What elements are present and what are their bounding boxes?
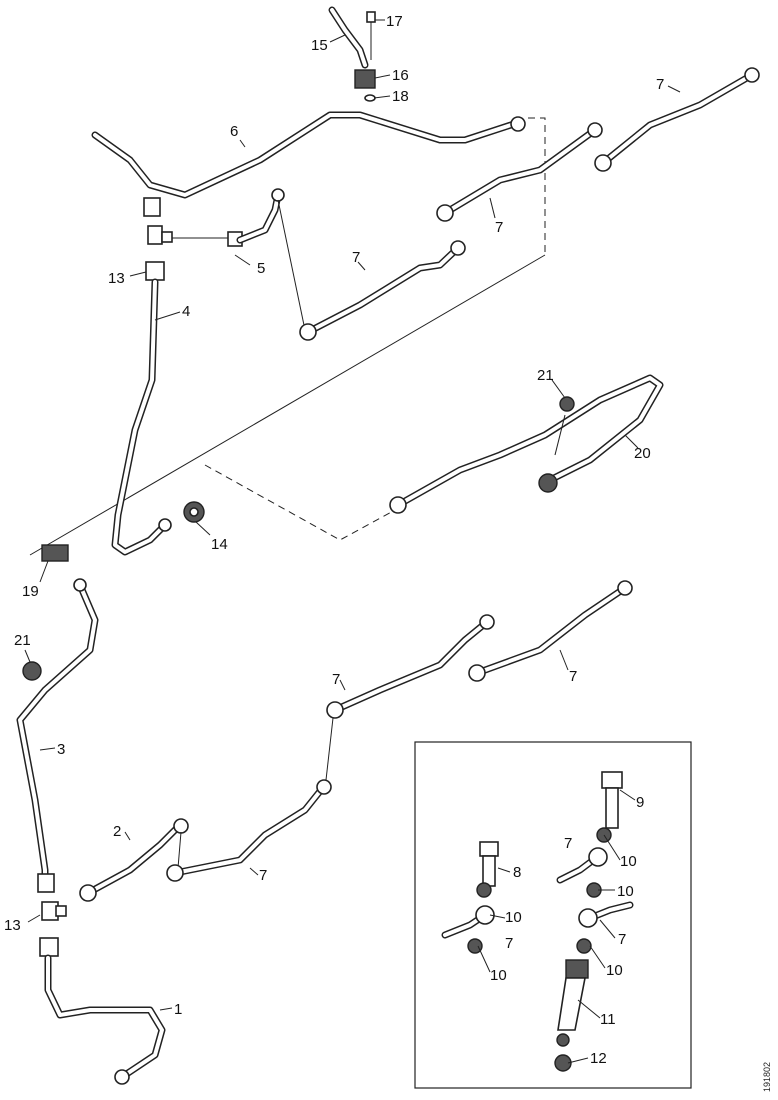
pipe-2	[79, 818, 189, 902]
junction-19	[41, 544, 69, 562]
pipe-4	[111, 278, 172, 556]
callout-18: 18	[392, 88, 409, 105]
fitting-14	[183, 501, 205, 523]
callout-3: 3	[57, 741, 65, 758]
callout-7-lower-right: 7	[569, 668, 577, 685]
tee-fitting-lower	[37, 873, 67, 957]
callout-7-inset-left: 7	[505, 935, 513, 952]
callout-7-inset-right: 7	[618, 931, 626, 948]
pipe-7-lower-right	[468, 580, 633, 682]
pipe-7-lower-mid	[326, 614, 495, 719]
callout-12: 12	[590, 1050, 607, 1067]
callout-5: 5	[257, 260, 265, 277]
pipe-5	[172, 188, 285, 247]
callout-8: 8	[513, 864, 521, 881]
callout-4: 4	[182, 303, 190, 320]
pipe-3	[16, 578, 99, 884]
callout-10-inset-e: 10	[490, 967, 507, 984]
callout-20: 20	[634, 445, 651, 462]
pipe-7-lower	[166, 717, 334, 882]
callout-13-bottom: 13	[4, 917, 21, 934]
callout-1: 1	[174, 1001, 182, 1018]
inset-detail	[414, 741, 692, 1089]
callout-9: 9	[636, 794, 644, 811]
document-id: 191802	[762, 1062, 772, 1092]
callout-7-lower: 7	[259, 867, 267, 884]
callout-10-inset-b: 10	[617, 883, 634, 900]
pipe-6	[91, 111, 526, 199]
callout-10-inset-a: 10	[620, 853, 637, 870]
callout-13-top: 13	[108, 270, 125, 287]
dashed-connections	[204, 117, 546, 541]
pipe-1	[44, 954, 166, 1085]
callout-2: 2	[113, 823, 121, 840]
leader-lines	[24, 19, 681, 1064]
reference-line	[29, 254, 546, 556]
pipe-20	[389, 374, 664, 514]
callout-10-inset-d: 10	[606, 962, 623, 979]
callout-labels: 15 17 16 18 6 7 7 5 13 7 4 21 20 14 19 2…	[4, 13, 664, 1067]
callout-17: 17	[386, 13, 403, 30]
callout-7-center: 7	[352, 249, 360, 266]
callout-7-lower-mid: 7	[332, 671, 340, 688]
pipe-7-top-right	[594, 67, 760, 172]
callout-6: 6	[230, 123, 238, 140]
callout-7-top-right: 7	[656, 76, 664, 93]
callout-14: 14	[211, 536, 228, 553]
tee-fitting	[143, 197, 173, 281]
callout-11: 11	[600, 1011, 616, 1028]
callout-19: 19	[22, 583, 39, 600]
callout-7-upper-mid: 7	[495, 219, 503, 236]
callout-21-right: 21	[537, 367, 554, 384]
callout-16: 16	[392, 67, 409, 84]
callout-21-left: 21	[14, 632, 31, 649]
callout-15: 15	[311, 37, 328, 54]
pipe-7-upper-mid	[436, 122, 603, 222]
pipe-7-center	[277, 199, 466, 341]
callout-10-inset-c: 10	[505, 909, 522, 926]
bracket-assembly-15-18	[328, 6, 376, 102]
callout-7-inset-right-top: 7	[564, 835, 572, 852]
